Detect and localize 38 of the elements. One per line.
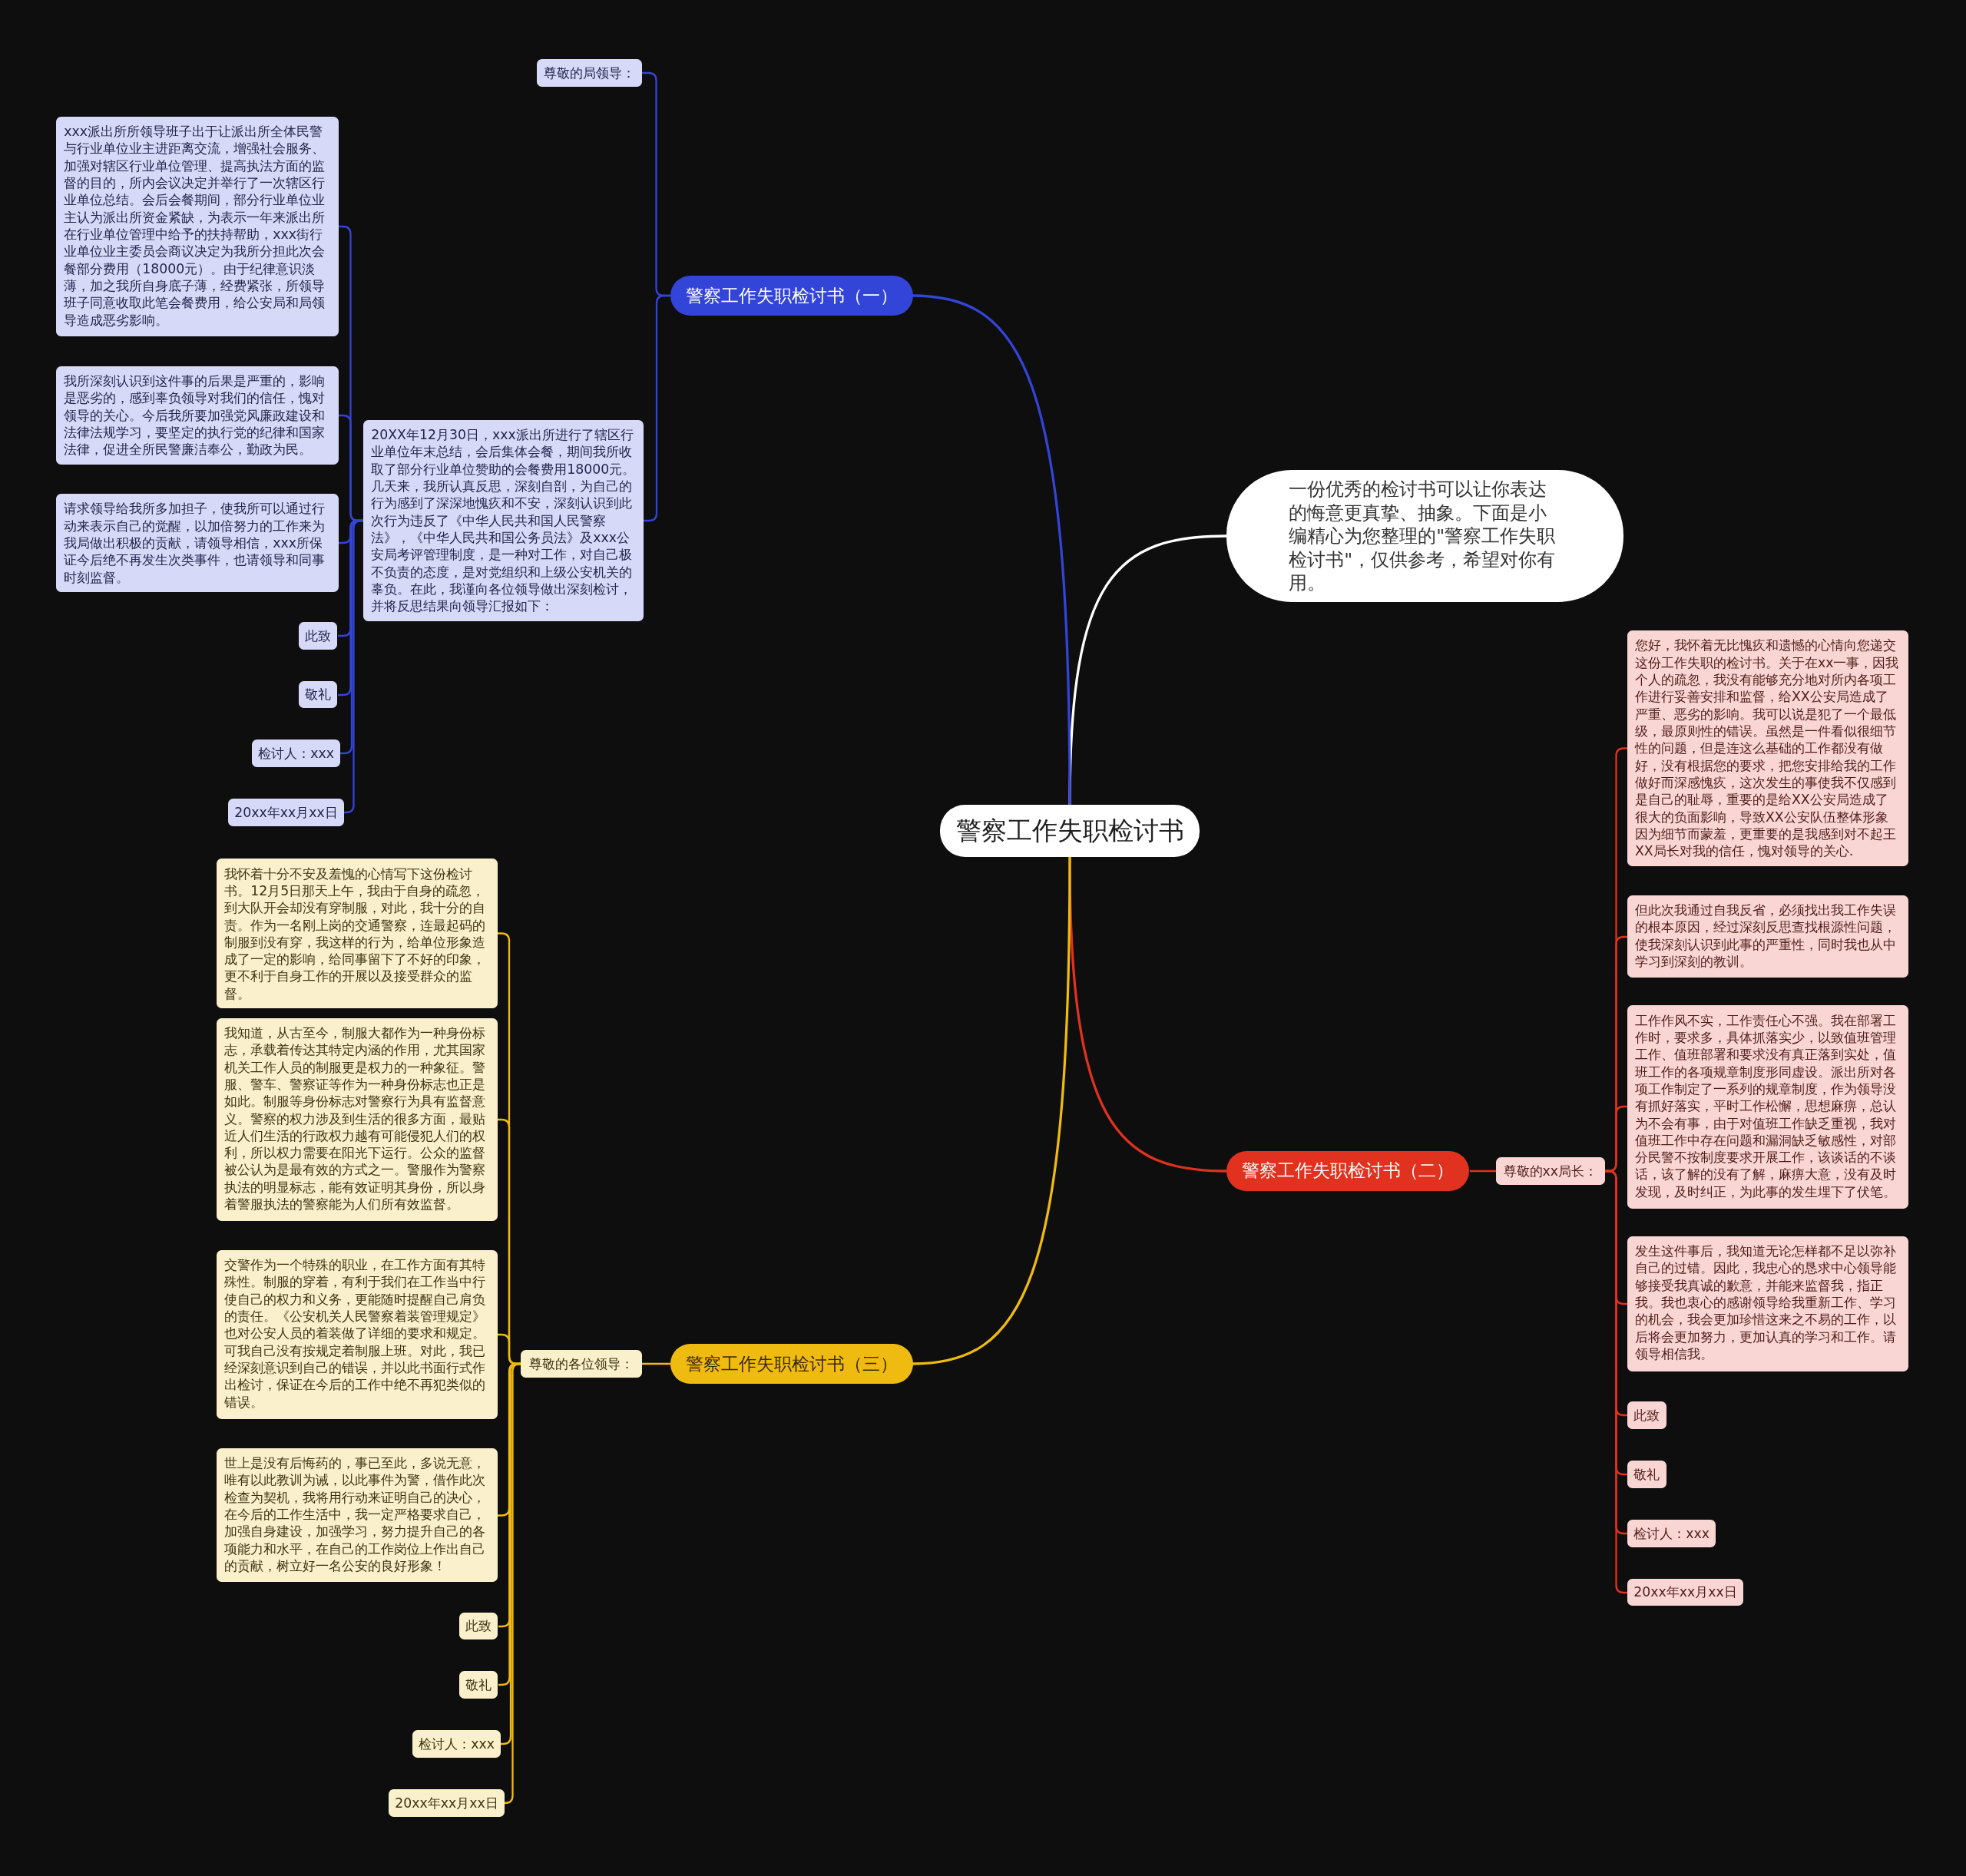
intro-bubble: 一份优秀的检讨书可以让你表达的悔意更真挚、抽象。下面是小编精心为您整理的"警察工作失职检讨书"，仅供参考，希望对你有用。 <box>1226 470 1624 603</box>
label-tag: 敬礼 <box>298 680 338 709</box>
text-card: 但此次我通过自我反省，必须找出我工作失误的根本原因，经过深刻反思查找根源性问题，使我深刻认识到此事的严重性，同时我也从中学习到深刻的教训。 <box>1627 895 1908 978</box>
label-tag: 敬礼 <box>1627 1461 1666 1488</box>
label-tag: 检讨人：xxx <box>1627 1519 1716 1547</box>
text-card: 我怀着十分不安及羞愧的心情写下这份检讨书。12月5日那天上午，我由于自身的疏忽，到大队开会却没有穿制服，对此，我十分的自责。作为一名刚上岗的交通警察，连最起码的制服到没有穿，我这样的行为，给单位形象造成了一定的影响，给同事留下了不好的印象，更不利于自身工作的开展以及接受群众的监督。 <box>217 859 498 1009</box>
branch-topic-box: 警察工作失职检讨书（三） <box>670 1344 913 1385</box>
text-card: 交警作为一个特殊的职业，在工作方面有其特殊性。制服的穿着，有利于我们在工作当中行使自己的权力和义务，更能随时提醒自己肩负的责任。《公安机关人民警察着装管理规定》也对公安人员的着装做了详细的要求和规定。可我自己没有按规定着制服上班。对此，我已经深刻意识到自己的错误，并以此书面行式作出检讨，保证在今后的工作中绝不再犯类似的错误。 <box>217 1249 498 1420</box>
central-topic-box: 警察工作失职检讨书 <box>940 805 1200 858</box>
text-card: 我所深刻认识到这件事的后果是严重的，影响是恶劣的，感到辜负领导对我们的信任，愧对领导的关心。今后我所要加强党风廉政建设和法律法规学习，要坚定的执行党的纪律和国家法律，促进全所民警廉洁奉公，勤政为民。 <box>56 366 339 465</box>
connector-line <box>642 1362 670 1365</box>
text-card: 20XX年12月30日，xxx派出所进行了辖区行业单位年末总结，会后集体会餐，期间我所收取了部分行业单位赞助的会餐费用18000元。几天来，我所认真反思，深刻自剖，为自己的行为感到了深深地愧疚和不安，深刻认识到此次行为违反了《中华人民共和国人民警察法》，《中华人民共和国公务员法》及xxx公安局考评管理制度，是一种对工作，对自己极不负责的态度，是对党组织和上级公安机关的辜负。在此，我谨向各位领导做出深刻检讨，并将反思结果向领导汇报如下： <box>363 419 644 621</box>
text-card: 世上是没有后悔药的，事已至此，多说无意，唯有以此教训为诫，以此事件为警，借作此次检查为契机，我将用行动来证明自己的决心，在今后的工作生活中，我一定严格要求自己，加强自身建设，加强学习，努力提升自己的各项能力和水平，在自己的工作岗位上作出自己的贡献，树立好一名公安的良好形象！ <box>217 1448 498 1583</box>
label-tag: 尊敬的局领导： <box>536 58 642 87</box>
connector-line <box>344 519 363 814</box>
label-tag: 此致 <box>298 621 338 650</box>
label-tag: 尊敬的xx局长： <box>1495 1156 1605 1185</box>
text-card: 工作作风不实，工作责任心不强。我在部署工作时，要求多，具体抓落实少，以致值班管理工作、值班部署和要求没有真正落到实处，值班工作的各项规章制度形同虚设。派出所对各项工作制定了一系列的规章制度，作为领导没有抓好落实，平时工作松懈，思想麻痹，总认为不会有事，由于对值班工作缺乏重视，我对值班工作中存在问题和漏洞缺乏敏感性，对部分民警不按制度要求开展工作，该谈话的不谈话，该了解的没有了解，麻痹大意，没有及时发现，及时纠正，为此事的发生埋下了伏笔。 <box>1627 1005 1908 1209</box>
label-tag: 尊敬的各位领导： <box>520 1350 642 1378</box>
text-card: 请求领导给我所多加担子，使我所可以通过行动来表示自己的觉醒，以加倍努力的工作来为我局做出积极的贡献，请领导相信，xxx所保证今后绝不再发生次类事件，也请领导和同事时刻监督。 <box>56 494 339 593</box>
connector-line <box>1470 1170 1496 1173</box>
connector-line <box>912 294 1071 805</box>
text-card: 发生这件事后，我知道无论怎样都不足以弥补自己的过错。因此，我忠心的恳求中心领导能够接受我真诚的歉意，并能来监督我，指正我。我也衷心的感谢领导给我重新工作、学习的机会，我会更加珍惜这来之不易的工作，以后将会更加努力，更加认真的学习和工作。请领导相信我。 <box>1627 1236 1908 1372</box>
label-tag: 20xx年xx月xx日 <box>1627 1578 1743 1606</box>
label-tag: 20xx年xx月xx日 <box>389 1788 505 1817</box>
connector-line <box>912 857 1071 1365</box>
branch-topic-box: 警察工作失职检讨书（二） <box>1226 1150 1470 1191</box>
text-card: 您好，我怀着无比愧疚和遗憾的心情向您递交这份工作失职的检讨书。关于在xx一事，因我个人的疏忽，我没有能够充分地对所内各项工作进行妥善安排和监督，给XX公安局造成了严重、恶劣的影响。我可以说是犯了一个最低级，最原则性的错误。虽然是一件看似很细节性的问题，但是连这么基础的工作都没有做好，没有根据您的要求，把您安排给我的工作做好而深感愧疚，这次发生的事使我不仅感到是自己的耻辱，重要的是给XX公安局造成了很大的负面影响，导致XX公安队伍整体形象因为细节而蒙羞，更重要的是我感到对不起王XX局长对我的信任，愧对领导的关心. <box>1627 630 1908 867</box>
label-tag: 此致 <box>1627 1401 1666 1430</box>
label-tag: 敬礼 <box>458 1671 498 1699</box>
label-tag: 此致 <box>458 1612 498 1640</box>
text-card: 我知道，从古至今，制服大都作为一种身份标志，承载着传达其特定内涵的作用，尤其国家机关工作人员的制服更是权力的一种象征。警服、警车、警察证等作为一种身份标志也正是如此。制服等身份标志对警察行为具有监督意义。警察的权力涉及到生活的很多方面，最贴近人们生活的行政权力越有可能侵犯人们的权利，所以权力需要在阳光下运行。公众的监督被公认为是最有效的方式之一。警服作为警察执法的明显标志，能有效证明其身份，所以身着警服执法的警察能为人们所有效监督。 <box>217 1017 498 1222</box>
label-tag: 检讨人：xxx <box>252 739 341 768</box>
label-tag: 检讨人：xxx <box>412 1730 501 1758</box>
text-card: xxx派出所所领导班子出于让派出所全体民警与行业单位业主进距离交流，增强社会服务、加强对辖区行业单位管理、提高执法方面的监督的目的，所内会议决定并举行了一次辖区行业单位总结。会后会餐期间，部分行业单位业主认为派出所资金紧缺，为表示一年来派出所在行业单位管理中给予的扶持帮助，xxx街行业单位业主委员会商议决定为我所分担此次会餐部分费用（18000元）。由于纪律意识淡薄，加之我所自身底子薄，经费紧张，所领导班子同意收取此笔会餐费用，给公安局和局领导造成恶劣影响。 <box>56 116 339 336</box>
label-tag: 20xx年xx月xx日 <box>228 799 344 826</box>
connector-line <box>504 1362 521 1805</box>
branch-topic-box: 警察工作失职检讨书（一） <box>670 276 913 316</box>
